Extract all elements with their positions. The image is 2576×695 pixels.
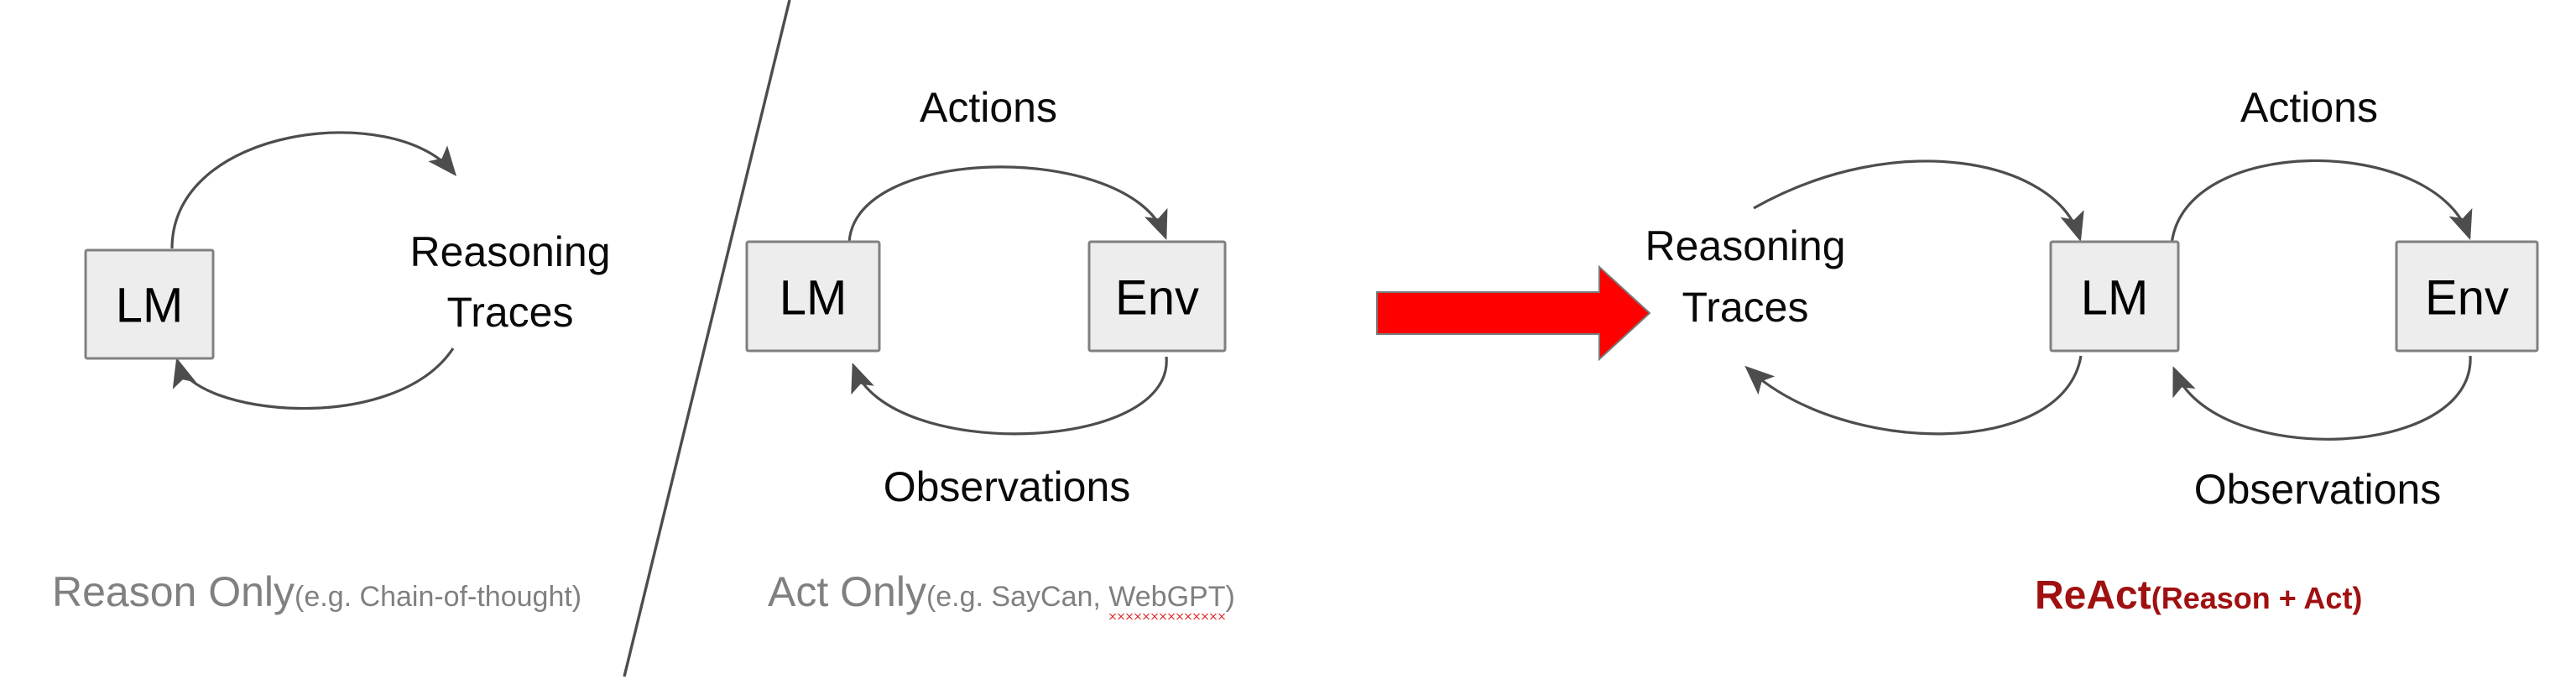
node-env-label: Env (1115, 271, 1199, 326)
label-reasoning-line2: Traces (447, 289, 574, 336)
caption-react-subtitle: (Reason + Act) (2151, 581, 2363, 615)
panel-divider-line (623, 0, 791, 677)
red-transition-arrow (1376, 264, 1651, 362)
node-lm-label: LM (116, 279, 184, 333)
node-env-box (2395, 240, 2539, 353)
edge-lm-to-env-actions (2170, 159, 2473, 246)
edge-reasoning-to-lm (1744, 355, 2083, 436)
edge-lm-to-env-actions (847, 165, 1168, 246)
caption-reason-only-subtitle: (e.g. Chain-of-thought) (295, 581, 582, 613)
caption-react-title: ReAct (2035, 573, 2151, 618)
node-lm-box (84, 248, 215, 360)
label-reasoning-line2: Traces (1682, 284, 1809, 331)
caption-reason-only-title: Reason Only (52, 568, 295, 615)
caption-react: ReAct(Reason + Act) (2035, 572, 2362, 619)
node-lm-box (745, 240, 881, 353)
panel-reason-only: LM Reasoning Traces (84, 131, 611, 410)
caption-act-only: Act Only(e.g. SayCan, WebGPT) (768, 567, 1235, 619)
label-observations: Observations (884, 463, 1131, 510)
caption-act-only-subtitle-after: ) (1225, 581, 1235, 613)
label-actions: Actions (920, 84, 1057, 131)
label-actions: Actions (2240, 84, 2378, 131)
edge-lm-to-reasoning (170, 131, 457, 249)
edge-env-to-lm-observations (851, 356, 1168, 436)
caption-reason-only: Reason Only(e.g. Chain-of-thought) (52, 567, 581, 616)
edge-reasoning-to-lm (172, 348, 455, 410)
node-env-box (1087, 240, 1227, 353)
misspelled-word-text: WebGPT (1108, 581, 1226, 613)
label-reasoning-line1: Reasoning (409, 228, 610, 275)
label-observations: Observations (2194, 466, 2442, 513)
node-lm-box (2049, 240, 2180, 353)
edge-env-to-lm-observations (2172, 355, 2472, 441)
caption-act-only-title: Act Only (768, 568, 926, 615)
panel-react: LM Env Reasoning Traces Actions Observat… (1645, 84, 2539, 513)
node-lm-label: LM (2081, 271, 2149, 326)
edge-lm-to-reasoning (1753, 159, 2084, 243)
caption-act-only-subtitle-before: (e.g. SayCan, (926, 581, 1109, 613)
node-env-label: Env (2425, 271, 2509, 326)
spellcheck-squiggle-underline (1108, 614, 1226, 619)
caption-act-only-misspelled-word: WebGPT (1108, 581, 1226, 619)
node-lm-label: LM (780, 271, 847, 326)
label-reasoning-line1: Reasoning (1645, 222, 1845, 269)
panel-act-only: LM Env Actions Observations (745, 84, 1227, 510)
